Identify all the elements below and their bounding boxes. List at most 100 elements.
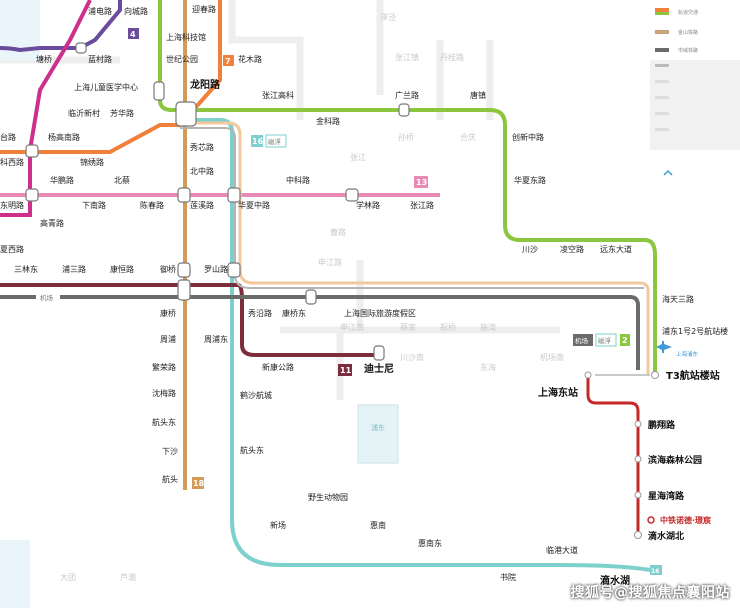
svg-text:新康公路: 新康公路 bbox=[262, 362, 294, 372]
svg-text:迎春路: 迎春路 bbox=[192, 4, 216, 14]
svg-text:台路: 台路 bbox=[0, 132, 16, 142]
svg-text:4: 4 bbox=[130, 30, 136, 39]
svg-text:洋泾: 洋泾 bbox=[380, 12, 396, 22]
interchange-markers bbox=[25, 42, 410, 361]
svg-text:华夏东路: 华夏东路 bbox=[514, 175, 546, 185]
airport-mini-label: 机场 bbox=[36, 292, 60, 302]
svg-text:康桥东: 康桥东 bbox=[282, 308, 306, 318]
line-18-badge: 18 bbox=[192, 477, 205, 489]
svg-text:莲溪路: 莲溪路 bbox=[190, 200, 214, 210]
svg-text:下南路: 下南路 bbox=[82, 200, 106, 210]
svg-text:中科路: 中科路 bbox=[286, 175, 310, 185]
svg-text:东海: 东海 bbox=[480, 362, 496, 372]
svg-text:向城路: 向城路 bbox=[124, 6, 148, 16]
svg-text:学林路: 学林路 bbox=[356, 200, 380, 210]
svg-text:滴水湖北: 滴水湖北 bbox=[648, 530, 684, 542]
svg-text:凌空路: 凌空路 bbox=[560, 244, 584, 254]
zhongtie-marker bbox=[647, 516, 655, 524]
svg-text:繁荣路: 繁荣路 bbox=[152, 362, 176, 372]
svg-text:秀芯路: 秀芯路 bbox=[190, 142, 214, 152]
line-16-badge: 16 bbox=[251, 135, 264, 147]
watermark: 搜狐号@搜狐焦点襄阳站 bbox=[570, 585, 730, 601]
svg-text:川沙南: 川沙南 bbox=[400, 352, 424, 362]
svg-text:丹桂路: 丹桂路 bbox=[440, 52, 464, 62]
line-16-badge-2: 16 bbox=[650, 565, 662, 575]
svg-text:惠南: 惠南 bbox=[370, 520, 386, 530]
svg-text:合庆: 合庆 bbox=[460, 132, 476, 142]
express-tag: 磁浮 bbox=[265, 134, 287, 148]
svg-text:华夏中路: 华夏中路 bbox=[238, 200, 270, 210]
svg-text:鹏翔路: 鹏翔路 bbox=[648, 419, 676, 431]
svg-text:野生动物园: 野生动物园 bbox=[308, 492, 348, 502]
svg-text:张江高科: 张江高科 bbox=[262, 90, 294, 100]
airport-label: 上海浦东 bbox=[676, 350, 699, 358]
svg-text:中铁诺德·璟宸: 中铁诺德·璟宸 bbox=[660, 515, 712, 525]
svg-text:海天三路: 海天三路 bbox=[662, 294, 694, 304]
svg-text:新场: 新场 bbox=[270, 520, 286, 530]
svg-text:磁浮: 磁浮 bbox=[598, 336, 612, 345]
svg-text:临沂新村: 临沂新村 bbox=[68, 108, 100, 118]
svg-text:金科路: 金科路 bbox=[316, 116, 340, 126]
new-red-line bbox=[586, 375, 640, 535]
svg-text:机场南: 机场南 bbox=[540, 352, 564, 362]
pudong-district-box bbox=[357, 404, 399, 464]
svg-text:世纪公园: 世纪公园 bbox=[166, 54, 198, 64]
svg-text:龙阳路: 龙阳路 bbox=[189, 78, 221, 91]
svg-text:18: 18 bbox=[193, 479, 205, 488]
svg-text:13: 13 bbox=[416, 178, 427, 187]
svg-text:塘桥: 塘桥 bbox=[36, 54, 52, 64]
svg-text:张江镇: 张江镇 bbox=[395, 52, 419, 62]
svg-text:施湾: 施湾 bbox=[480, 322, 496, 332]
svg-text:航头东: 航头东 bbox=[152, 417, 176, 427]
svg-text:秀沿路: 秀沿路 bbox=[248, 308, 272, 318]
svg-text:大团: 大团 bbox=[60, 572, 76, 582]
svg-text:惠南东: 惠南东 bbox=[418, 538, 442, 548]
svg-text:磁浮: 磁浮 bbox=[268, 137, 282, 146]
airport-link-line-2 bbox=[180, 127, 644, 289]
svg-text:北中路: 北中路 bbox=[190, 166, 214, 176]
airplane-icon bbox=[656, 341, 672, 353]
svg-text:沈梅路: 沈梅路 bbox=[152, 388, 176, 398]
svg-text:机场: 机场 bbox=[575, 336, 589, 345]
svg-text:康恒路: 康恒路 bbox=[110, 264, 134, 274]
svg-text:北蔡: 北蔡 bbox=[114, 175, 130, 185]
svg-text:张江: 张江 bbox=[350, 153, 366, 162]
line-2 bbox=[158, 0, 657, 375]
svg-text:东明路: 东明路 bbox=[0, 200, 24, 210]
svg-text:2: 2 bbox=[622, 336, 628, 345]
svg-text:御桥: 御桥 bbox=[160, 264, 176, 274]
svg-text:轨道交通: 轨道交通 bbox=[678, 9, 698, 16]
svg-text:16: 16 bbox=[252, 137, 264, 146]
line-7-badge: 7 bbox=[223, 55, 234, 66]
svg-text:T3航站楼站: T3航站楼站 bbox=[666, 369, 720, 382]
svg-text:滨海森林公园: 滨海森林公园 bbox=[648, 454, 702, 466]
airport-link-line bbox=[190, 121, 650, 375]
svg-text:临港大道: 临港大道 bbox=[546, 545, 578, 555]
svg-text:周浦东: 周浦东 bbox=[204, 334, 228, 344]
svg-text:锦绣路: 锦绣路 bbox=[80, 157, 104, 167]
svg-text:花木路: 花木路 bbox=[238, 54, 262, 64]
svg-text:陈春路: 陈春路 bbox=[140, 200, 164, 210]
svg-text:蓝村路: 蓝村路 bbox=[88, 54, 112, 64]
svg-text:孙桥: 孙桥 bbox=[398, 132, 414, 142]
svg-text:周浦: 周浦 bbox=[160, 334, 176, 344]
svg-text:川沙: 川沙 bbox=[522, 245, 538, 254]
line-4 bbox=[0, 0, 122, 53]
line-12 bbox=[0, 0, 92, 217]
svg-text:下沙: 下沙 bbox=[162, 447, 178, 456]
svg-text:广兰路: 广兰路 bbox=[395, 90, 419, 100]
svg-text:申江路: 申江路 bbox=[318, 257, 342, 267]
svg-text:罗山路: 罗山路 bbox=[204, 264, 228, 274]
svg-text:浦电路: 浦电路 bbox=[88, 6, 112, 16]
svg-text:上海国际旅游度假区: 上海国际旅游度假区 bbox=[344, 308, 416, 318]
line-2-badge: 2 bbox=[620, 334, 630, 346]
svg-text:上海东站: 上海东站 bbox=[538, 386, 578, 399]
svg-text:曹路: 曹路 bbox=[330, 227, 346, 237]
svg-text:杨高南路: 杨高南路 bbox=[48, 132, 80, 142]
svg-text:远东大道: 远东大道 bbox=[600, 244, 632, 254]
svg-text:航头东: 航头东 bbox=[240, 445, 264, 455]
hatched-area-tr bbox=[650, 60, 740, 150]
background-lines bbox=[0, 0, 560, 400]
svg-text:申江南: 申江南 bbox=[340, 322, 364, 332]
